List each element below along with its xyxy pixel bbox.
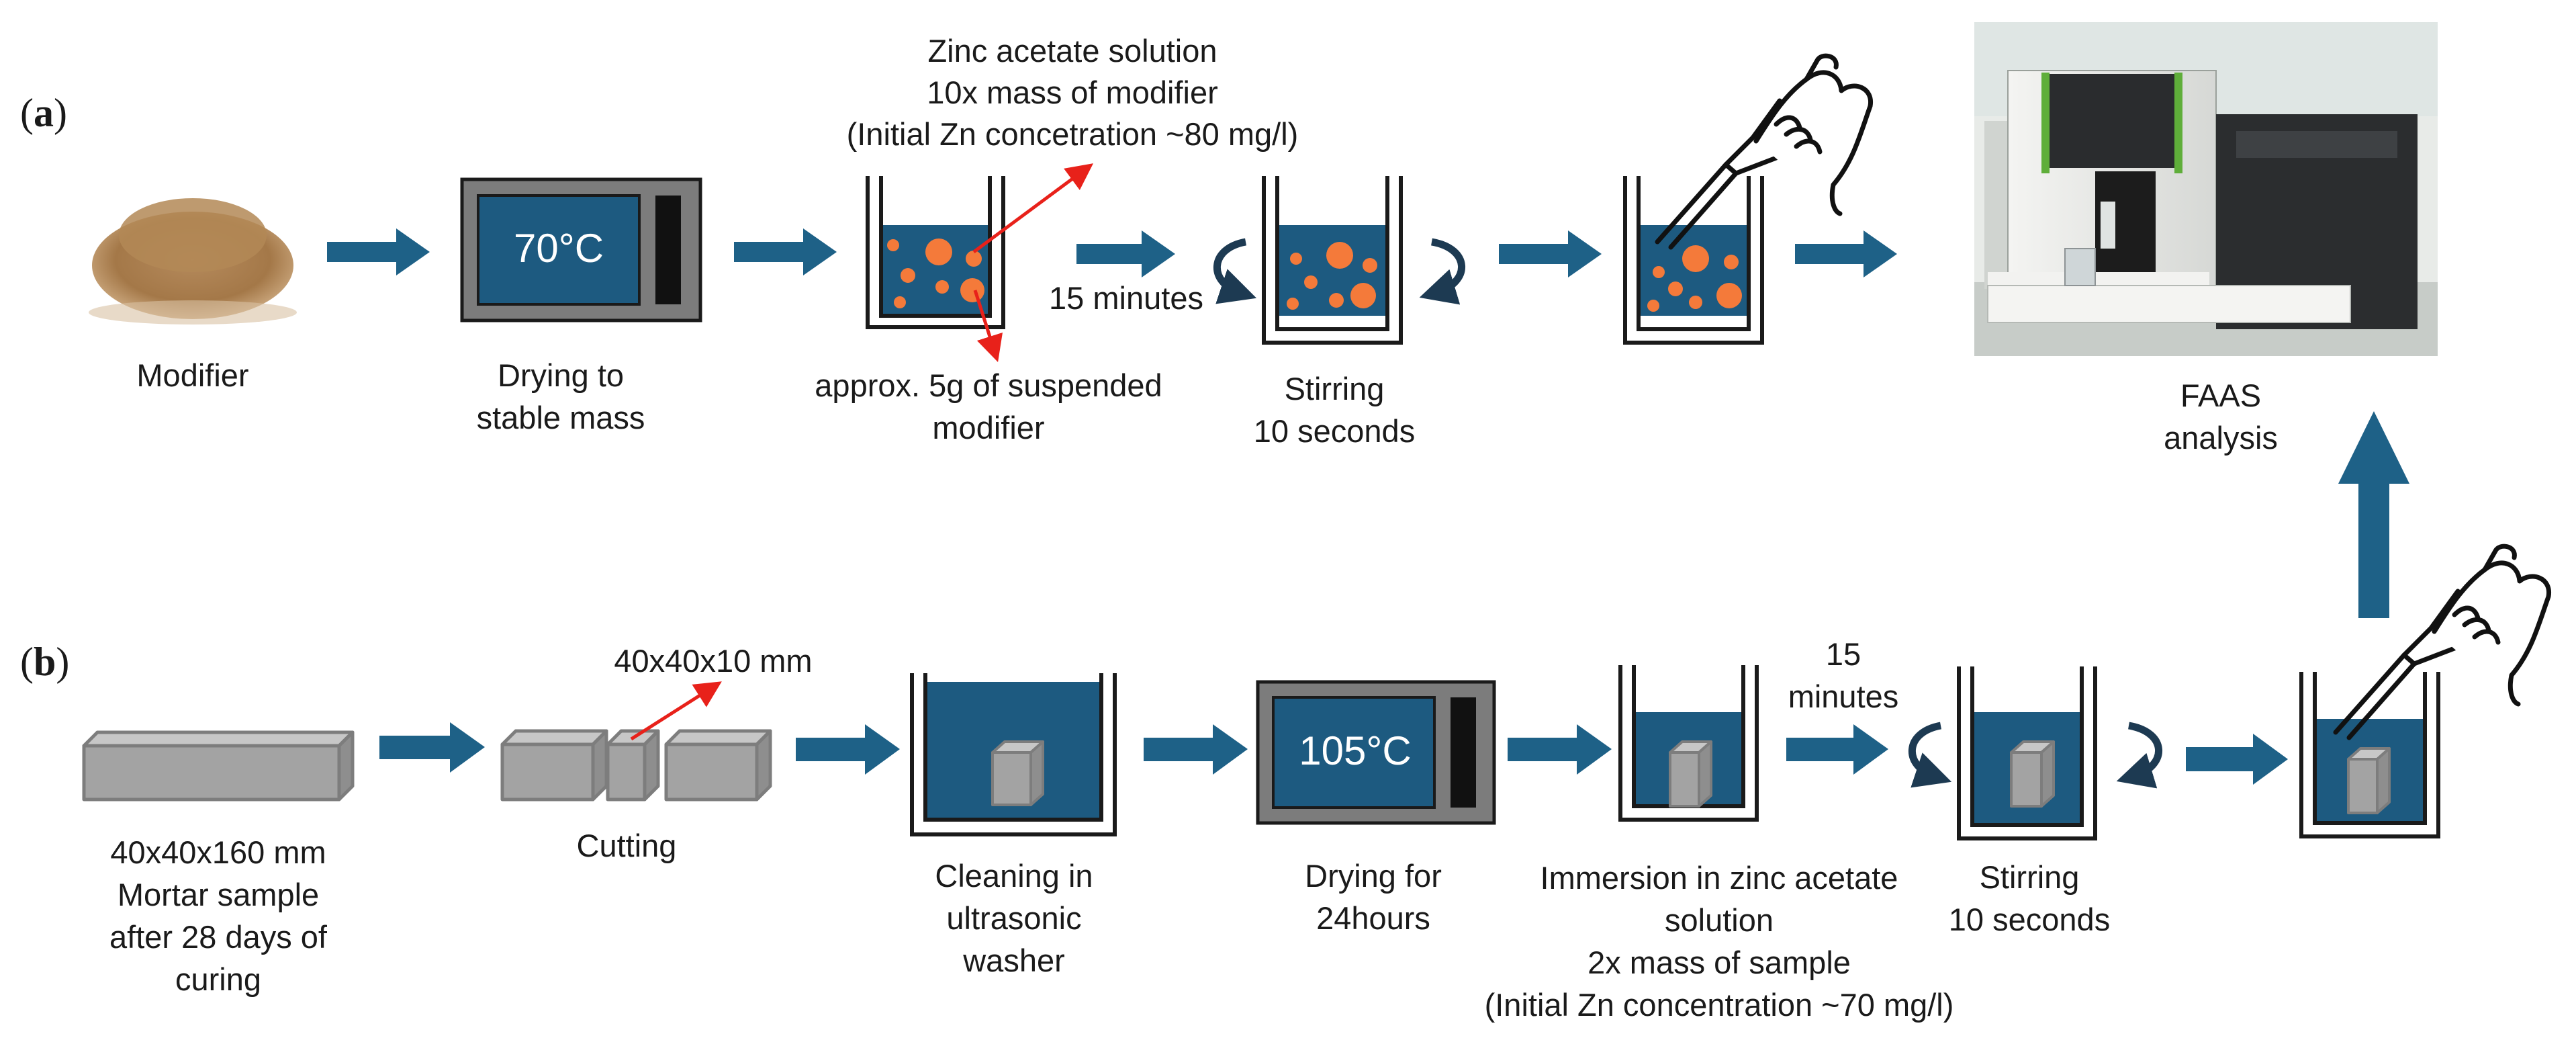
modifier-particle bbox=[901, 268, 915, 283]
pipette-hand-icon bbox=[1655, 53, 1873, 250]
solution-pointer bbox=[972, 163, 1094, 254]
modifier-particle bbox=[1716, 283, 1742, 308]
modifier-particle bbox=[1682, 245, 1709, 272]
modifier-particle bbox=[887, 239, 899, 251]
flow-arrow-icon bbox=[1786, 724, 1888, 775]
modifier-particle bbox=[966, 251, 982, 267]
time-label: 15 minutes bbox=[1049, 280, 1203, 316]
cut-size-pointer bbox=[630, 681, 722, 741]
cutting-label: Cutting bbox=[577, 828, 677, 863]
cut-size-label: 40x40x10 mm bbox=[614, 643, 812, 679]
flow-arrow-icon bbox=[2186, 734, 2288, 785]
flow-arrow-icon bbox=[2338, 411, 2409, 618]
specimen-cube-icon bbox=[991, 740, 1044, 806]
modifier-particle bbox=[1668, 282, 1683, 296]
modifier-image bbox=[89, 198, 297, 325]
pipette-hand-icon bbox=[2333, 544, 2551, 740]
modifier-particle bbox=[1653, 266, 1665, 278]
modifier-particle bbox=[935, 280, 949, 294]
flow-arrow-icon bbox=[1499, 230, 1602, 277]
modifier-particle bbox=[1287, 298, 1299, 310]
modifier-particle bbox=[1689, 296, 1702, 309]
flow-arrow-icon bbox=[379, 722, 485, 773]
specimen-cube-icon bbox=[1669, 740, 1712, 808]
flow-arrow-icon bbox=[1508, 724, 1612, 775]
drying-oven-icon bbox=[460, 177, 702, 322]
flow-arrow-icon bbox=[1144, 724, 1248, 775]
stirring-arrows-icon bbox=[1419, 238, 1465, 305]
modifier-particle bbox=[1647, 300, 1659, 312]
beaker-icon bbox=[1262, 176, 1403, 345]
modifier-particle bbox=[1304, 275, 1318, 289]
panel-b-label: (b) bbox=[20, 640, 69, 684]
stirring-arrows-icon bbox=[1908, 722, 1952, 788]
flow-arrow-icon bbox=[734, 228, 837, 275]
modifier-particle bbox=[925, 239, 952, 265]
suspended-pointer bbox=[973, 290, 1003, 363]
modifier-particle bbox=[1290, 253, 1302, 265]
faas-instrument-photo bbox=[1974, 22, 2438, 356]
mortar-prism-icon bbox=[82, 730, 355, 802]
modifier-particle bbox=[1363, 258, 1377, 273]
cut-specimen-icon bbox=[500, 729, 772, 802]
panel-a-label: (a) bbox=[20, 91, 67, 135]
flow-arrow-icon bbox=[1795, 230, 1897, 277]
modifier-particle bbox=[1724, 255, 1739, 269]
flow-arrow-icon bbox=[1076, 230, 1175, 277]
specimen-cube-icon bbox=[2010, 740, 2055, 808]
modifier-label: Modifier bbox=[136, 357, 248, 393]
modifier-particle bbox=[894, 296, 906, 308]
stirring-arrows-icon bbox=[2116, 722, 2162, 789]
modifier-particle bbox=[1326, 242, 1353, 269]
beaker-icon bbox=[866, 176, 1005, 329]
modifier-particle bbox=[1329, 293, 1344, 308]
flow-arrow-icon bbox=[327, 228, 430, 275]
modifier-particle bbox=[1350, 283, 1376, 308]
flow-arrow-icon bbox=[796, 724, 900, 775]
oven-temperature: 70°C bbox=[514, 226, 604, 271]
stirring-arrows-icon bbox=[1213, 238, 1257, 304]
specimen-cube-icon bbox=[2347, 747, 2391, 814]
oven-temperature: 105°C bbox=[1299, 728, 1411, 773]
modifier-particle bbox=[960, 278, 984, 302]
drying-oven-icon bbox=[1256, 680, 1496, 825]
